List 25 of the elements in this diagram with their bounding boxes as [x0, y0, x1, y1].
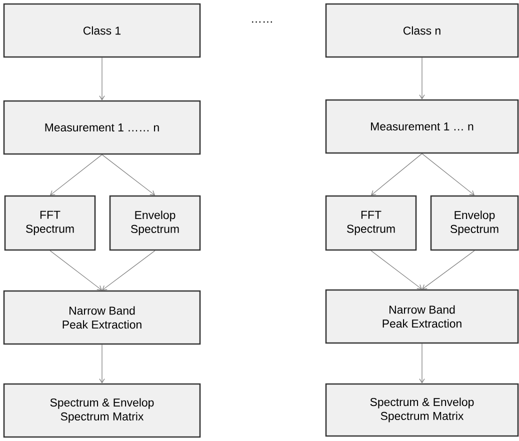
arrow: [371, 153, 422, 196]
process-box: Envelop Spectrum: [430, 195, 519, 251]
arrow: [99, 344, 105, 384]
arrow: [50, 154, 102, 196]
process-box: FFT Spectrum: [325, 195, 417, 251]
process-box: Spectrum & Envelop Spectrum Matrix: [325, 383, 519, 437]
arrow: [50, 250, 102, 290]
process-box: Class 1: [3, 3, 201, 58]
arrow: [370, 250, 422, 290]
arrow: [102, 250, 156, 290]
process-box: Spectrum & Envelop Spectrum Matrix: [3, 383, 201, 438]
arrow: [99, 57, 105, 100]
arrow: [419, 343, 425, 384]
process-box: Class n: [325, 3, 519, 58]
arrow: [102, 154, 155, 196]
ellipsis-label: ……: [252, 21, 272, 23]
process-box: FFT Spectrum: [4, 195, 96, 251]
arrow: [419, 57, 425, 100]
process-box: Measurement 1 … n: [325, 99, 519, 154]
process-box: Measurement 1 …… n: [3, 100, 201, 155]
arrow: [422, 250, 475, 290]
process-box: Envelop Spectrum: [109, 195, 201, 251]
process-box: Narrow Band Peak Extraction: [3, 290, 201, 345]
arrow: [422, 153, 474, 196]
process-box: Narrow Band Peak Extraction: [325, 289, 519, 344]
